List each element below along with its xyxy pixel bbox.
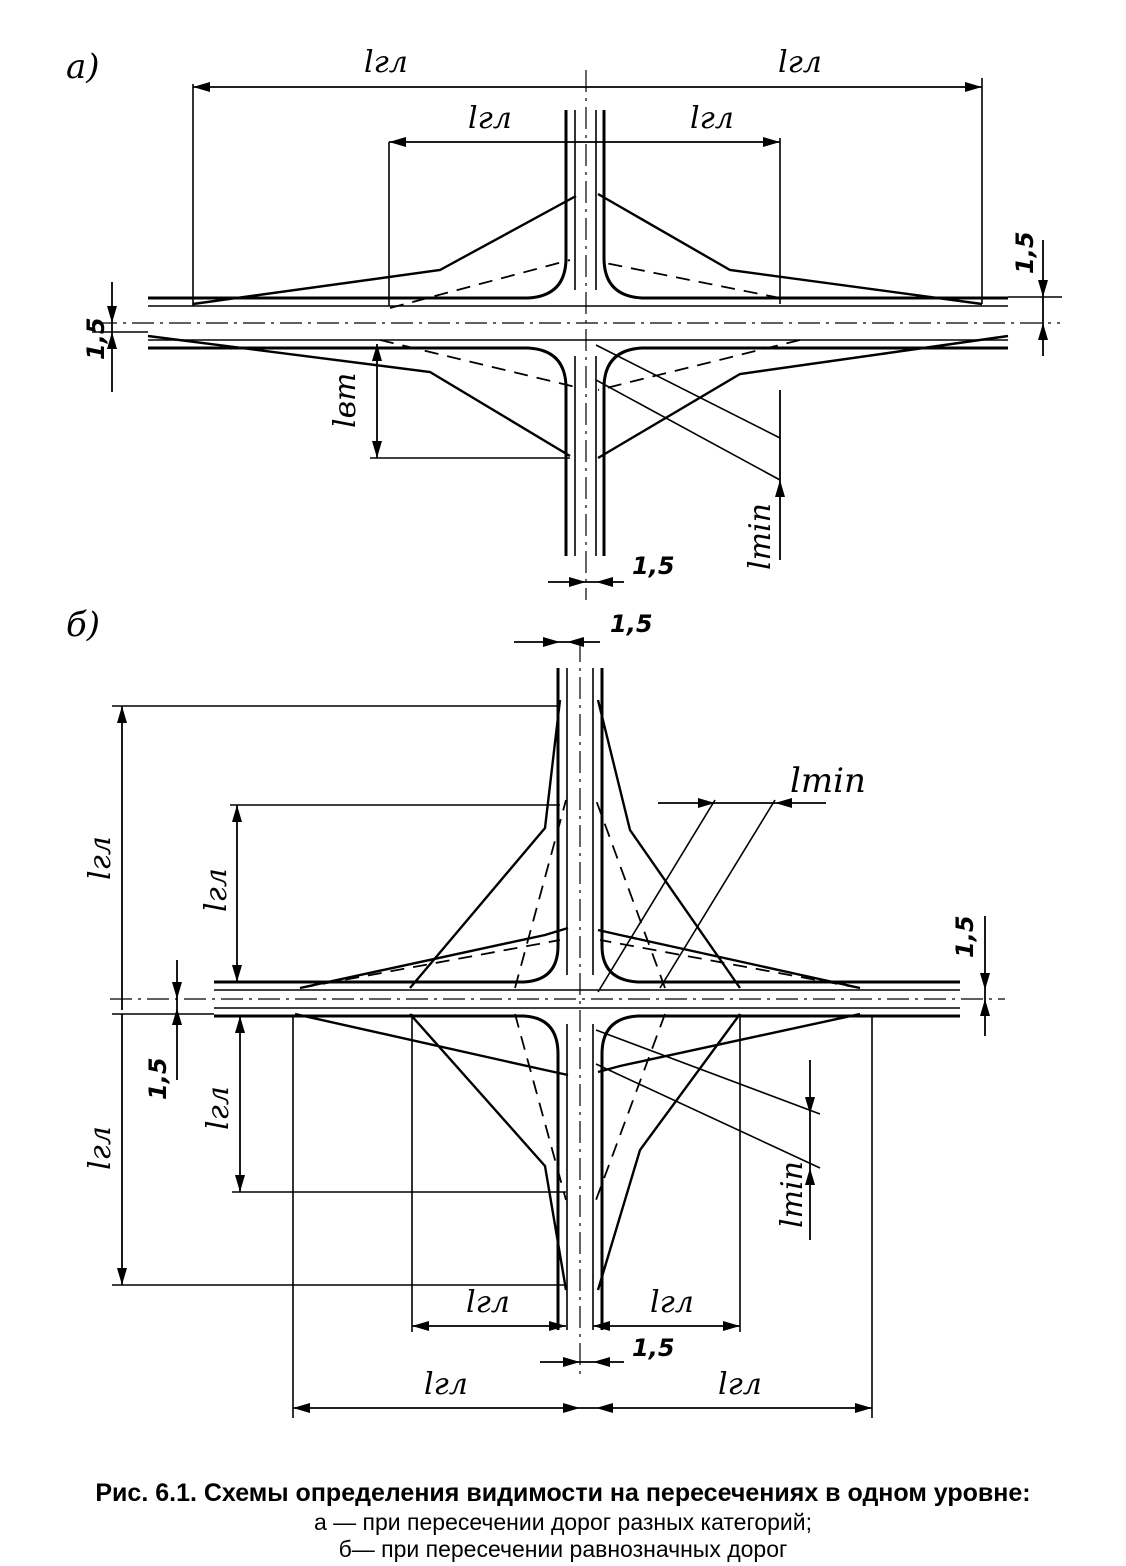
- label-l-main: lгл: [690, 101, 734, 136]
- label-offset: 1,5: [951, 915, 979, 958]
- panel-b-roads: [110, 640, 1005, 1380]
- label-offset: 1,5: [632, 1334, 675, 1362]
- label-l-main: lгл: [778, 45, 822, 80]
- label-l-main: lгл: [83, 1126, 118, 1170]
- panel-a-label: а): [66, 47, 100, 87]
- label-offset: 1,5: [144, 1057, 172, 1100]
- intersection-visibility-diagram: а): [66, 45, 1062, 1418]
- caption-line-a: а — при пересечении дорог разных категор…: [313, 1509, 812, 1535]
- panel-b-dimensions: [112, 637, 990, 1418]
- label-l-main: lгл: [466, 1285, 510, 1320]
- label-l-min: lmin: [743, 503, 778, 570]
- label-l-secondary: lвт: [328, 372, 363, 428]
- label-offset: 1,5: [1011, 231, 1039, 274]
- label-offset: 1,5: [82, 317, 110, 360]
- label-l-main: lгл: [650, 1285, 694, 1320]
- panel-b-label: б): [66, 605, 100, 645]
- panel-b: б): [66, 605, 1005, 1418]
- label-l-min: lmin: [775, 1161, 810, 1228]
- label-offset: 1,5: [632, 552, 675, 580]
- panel-b-sight-lines: [294, 699, 861, 1291]
- panel-a-sight-lines: [147, 192, 1009, 481]
- caption-line-b: б— при пересечении равнозначных дорог: [338, 1536, 788, 1562]
- label-l-main: lгл: [83, 836, 118, 880]
- label-l-main: lгл: [424, 1367, 468, 1402]
- label-l-main: lгл: [468, 101, 512, 136]
- label-l-main: lгл: [201, 1086, 236, 1130]
- panel-a-roads: [92, 70, 1062, 600]
- panel-b-labels: lгл lгл lгл lгл lгл lгл lгл lгл lmin lmi…: [83, 610, 979, 1402]
- label-l-main: lгл: [364, 45, 408, 80]
- label-offset: 1,5: [610, 610, 653, 638]
- label-l-main: lгл: [199, 868, 234, 912]
- figure-caption: Рис. 6.1. Схемы определения видимости на…: [0, 1478, 1126, 1563]
- label-l-min: lmin: [790, 761, 866, 801]
- panel-a-labels: lгл lгл lгл lгл lвт lmin 1,5 1,5 1,5: [82, 45, 1039, 580]
- panel-a: а): [66, 45, 1062, 600]
- caption-title: Рис. 6.1. Схемы определения видимости на…: [95, 1479, 1031, 1507]
- panel-a-dimensions: [107, 78, 1048, 587]
- label-l-main: lгл: [718, 1367, 762, 1402]
